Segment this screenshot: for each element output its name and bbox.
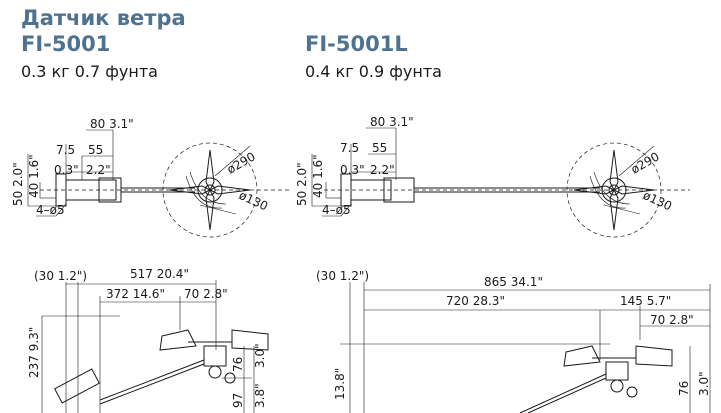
dim-720: 720 28.3" — [446, 294, 505, 308]
dim-80-l: 80 3.1" — [370, 115, 414, 129]
rotor-blade-east — [208, 185, 251, 195]
mount-body — [65, 179, 117, 201]
dim-13-8: 13.8" — [333, 368, 347, 400]
dim-7-5: 7.5 — [56, 143, 75, 157]
cup-left — [159, 329, 197, 351]
rotor-blade-north — [205, 149, 215, 192]
dim-30: (30 1.2") — [34, 269, 87, 283]
dim-3-0: 3.0" — [253, 343, 267, 368]
dim-55: 55 — [88, 143, 103, 157]
dim-865: 865 34.1" — [484, 275, 543, 289]
dim-2-2-l: 2.2" — [370, 163, 395, 177]
rotor-blade-south — [205, 188, 215, 231]
rotor-outer-circle — [162, 142, 258, 238]
dim-3-8: 3.8" — [253, 383, 267, 408]
dim-3-0-l: 3.0" — [697, 371, 711, 396]
dim-55-l: 55 — [372, 141, 387, 155]
dim-517: 517 20.4" — [130, 267, 189, 281]
dim-372: 372 14.6" — [106, 287, 165, 301]
dim-145: 145 5.7" — [620, 294, 671, 308]
rotor-hub — [197, 177, 223, 203]
model-weight-fi5001: 0.3 кг 0.7 фунта — [21, 62, 158, 81]
sensor-hub — [203, 345, 227, 367]
arm-angled-l — [519, 373, 607, 413]
arm-angled — [99, 359, 205, 405]
side-view-fi5001: (30 1.2") 517 20.4" 372 14.6" 70 2.8" 23… — [27, 267, 269, 413]
dim-0-3: 0.3" — [54, 163, 79, 177]
dim-30-l: (30 1.2") — [316, 269, 369, 283]
dim-holes: 4–ø5 — [36, 203, 65, 217]
dim-97: 97 — [231, 393, 245, 408]
dim-0-3-l: 0.3" — [340, 163, 365, 177]
cup-left-l — [563, 345, 601, 367]
dim-d130: ø130 — [237, 188, 270, 213]
dim-80: 80 3.1" — [90, 117, 134, 131]
dim-76-l: 76 — [677, 381, 691, 396]
dim-237: 237 9.3" — [27, 327, 41, 378]
dim-70-l: 70 2.8" — [650, 313, 694, 327]
dim-7-5-l: 7.5 — [340, 141, 359, 155]
dim-50: 50 2.0" — [11, 162, 25, 206]
side-view-fi5001l: (30 1.2") 865 34.1" 720 28.3" 145 5.7" 7… — [316, 269, 711, 413]
dim-40: 40 1.6" — [27, 154, 41, 198]
dim-holes-l: 4–ø5 — [322, 203, 351, 217]
model-name-fi5001l: FI-5001L — [305, 32, 408, 56]
cup-curve-1 — [185, 175, 223, 209]
dim-50-l: 50 2.0" — [295, 162, 309, 206]
dim-70: 70 2.8" — [184, 287, 228, 301]
dim-76: 76 — [231, 357, 245, 372]
top-view-fi5001l: 80 3.1" 7.5 55 0.3" 2.2" 50 2.0" 40 1.6"… — [295, 115, 690, 238]
bracket-angled — [54, 368, 100, 404]
rotor-outer-circle-l — [566, 142, 662, 238]
dim-2-2: 2.2" — [86, 163, 111, 177]
dim-d130-l: ø130 — [641, 188, 674, 213]
model-weight-fi5001l: 0.4 кг 0.9 фунта — [305, 62, 442, 81]
product-title: Датчик ветра — [21, 6, 186, 30]
dim-40-l: 40 1.6" — [311, 154, 325, 198]
top-view-fi5001: 80 3.1" 7.5 55 0.3" 2.2" 50 2.0" 40 1.6"… — [11, 117, 290, 238]
model-name-fi5001: FI-5001 — [21, 32, 111, 56]
cup-right-l — [635, 345, 673, 367]
